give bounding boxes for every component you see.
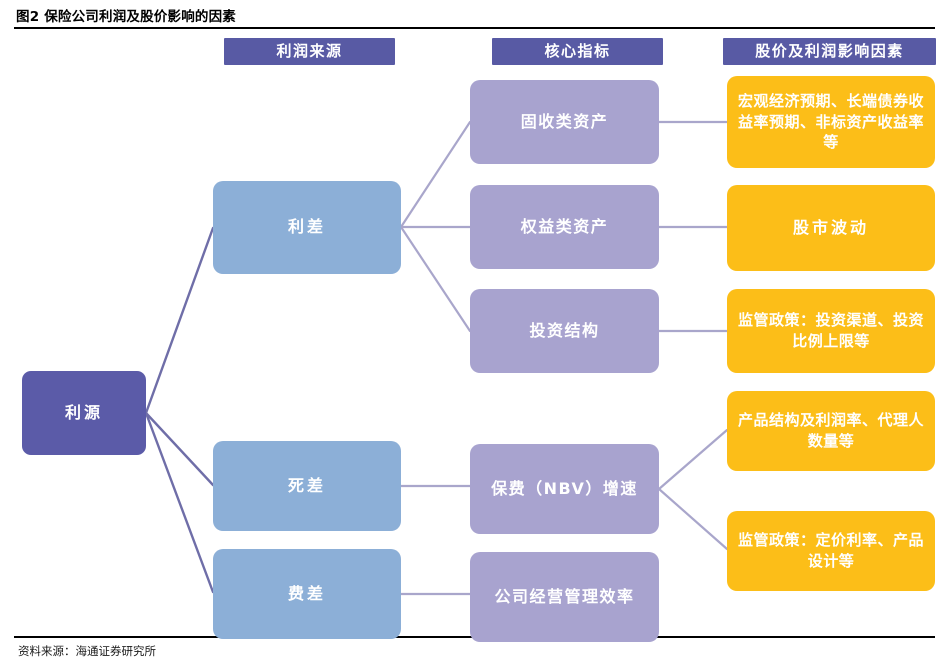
edge-nbv-product-mix [657, 428, 729, 491]
node-nbv-growth[interactable]: 保费（NBV）增速 [470, 444, 659, 534]
edge-liyuan-feicha [144, 411, 215, 594]
column-header-profit-source: 利润来源 [224, 38, 395, 65]
figure-source: 资料来源：海通证券研究所 [18, 644, 156, 658]
edge-licha-invest-structure [399, 225, 472, 333]
edge-liyuan-sicha [144, 411, 215, 487]
node-investment-structure[interactable]: 投资结构 [470, 289, 659, 373]
title-divider [14, 27, 935, 29]
node-stock-market-volatility[interactable]: 股市波动 [727, 185, 935, 271]
node-sicha[interactable]: 死差 [213, 441, 401, 531]
column-header-core-indicator: 核心指标 [492, 38, 663, 65]
edge-liyuan-licha [144, 226, 215, 415]
node-equity-assets[interactable]: 权益类资产 [470, 185, 659, 269]
node-management-efficiency[interactable]: 公司经营管理效率 [470, 552, 659, 642]
column-header-price-profit-factor: 股价及利润影响因素 [723, 38, 936, 65]
node-licha[interactable]: 利差 [213, 181, 401, 274]
node-feicha[interactable]: 费差 [213, 549, 401, 639]
edge-licha-fixed-income [399, 120, 472, 229]
edge-nbv-regulation-price [657, 487, 729, 551]
node-macro-bond-yield[interactable]: 宏观经济预期、长端债券收益率预期、非标资产收益率等 [727, 76, 935, 168]
node-product-mix-agents[interactable]: 产品结构及利润率、代理人数量等 [727, 391, 935, 471]
node-liyuan[interactable]: 利源 [22, 371, 146, 455]
node-regulation-investment[interactable]: 监管政策：投资渠道、投资比例上限等 [727, 289, 935, 373]
node-regulation-pricing[interactable]: 监管政策：定价利率、产品设计等 [727, 511, 935, 591]
figure-title: 图2 保险公司利润及股价影响的因素 [16, 9, 236, 25]
node-fixed-income-assets[interactable]: 固收类资产 [470, 80, 659, 164]
